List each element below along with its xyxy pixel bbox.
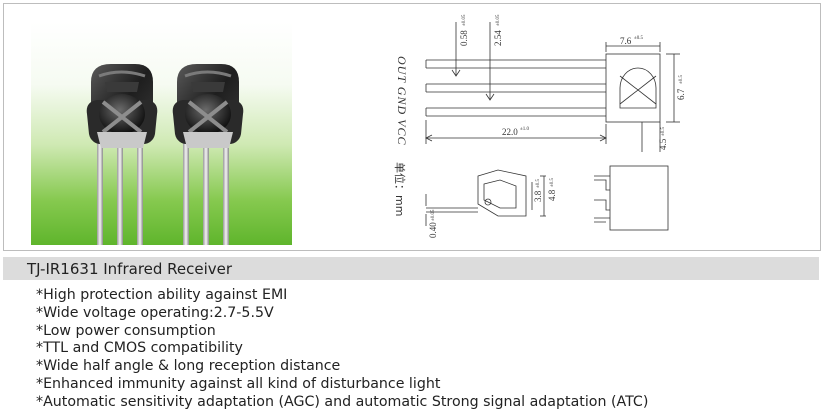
dim-pin-pitch-tol: ±0.05 [496, 14, 501, 26]
feature-item: *Wide voltage operating:2.7-5.5V [36, 304, 274, 321]
dim-pin-width: 0.58 [459, 30, 469, 46]
body-side-view [425, 169, 546, 226]
dim-lead-length-tol: ±1.0 [520, 127, 529, 132]
lead-length-dimension [425, 120, 607, 144]
feature-item: *Enhanced immunity against all kind of d… [36, 375, 441, 392]
dim-pin-pitch: 2.54 [493, 30, 503, 46]
dim-side-inner: 3.8 [533, 190, 543, 202]
body-front-view [605, 42, 680, 152]
dim-body-height-tol: ±0.5 [679, 75, 684, 84]
dim-body-width: 7.6 [620, 36, 632, 46]
product-photo [31, 22, 292, 245]
outline-dimensions-svg: 0.58 ±0.05 2.54 ±0.05 7.6 ±0.5 6.7 ±0.5 … [393, 14, 686, 238]
feature-item: *Wide half angle & long reception distan… [36, 358, 341, 375]
dim-lens-offset-tol: ±0.5 [661, 127, 666, 136]
feature-item: *Low power consumption [36, 322, 216, 339]
dim-side-height: 4.8 [547, 189, 557, 201]
feature-item: *TTL and CMOS compatibility [36, 340, 243, 357]
ir-receiver-left [86, 64, 158, 245]
feature-item: *Automatic sensitivity adaptation (AGC) … [36, 393, 649, 410]
product-title: TJ-IR1631 Infrared Receiver [27, 260, 233, 278]
dim-body-height: 6.7 [676, 88, 686, 100]
product-title-bar: TJ-IR1631 Infrared Receiver [3, 257, 819, 280]
body-back-view [594, 165, 669, 231]
dim-pin-width-tol: ±0.05 [462, 14, 467, 26]
ir-receiver-photo-illustration [86, 64, 244, 245]
dimension-drawing: 0.58 ±0.05 2.54 ±0.05 7.6 ±0.5 6.7 ±0.5 … [380, 4, 780, 244]
dim-lead-thickness: 0.40 [428, 222, 438, 238]
ir-receiver-right [172, 64, 244, 245]
feature-list: *High protection ability against EMI *Wi… [36, 287, 648, 412]
dim-side-height-tol: ±0.5 [550, 178, 555, 187]
dim-body-width-tol: ±0.5 [634, 36, 643, 41]
unit-label: 单位：mm [393, 162, 407, 216]
dim-lead-length: 22.0 [502, 127, 518, 137]
lead-outline-top [425, 22, 606, 117]
feature-item: *High protection ability against EMI [36, 287, 288, 303]
dim-side-inner-tol: ±0.5 [536, 179, 541, 188]
dim-lead-thickness-tol: ±0.05 [431, 209, 436, 221]
dimension-labels: 0.58 ±0.05 2.54 ±0.05 7.6 ±0.5 6.7 ±0.5 … [393, 14, 686, 238]
pin-labels: OUT GND VCC [395, 56, 409, 145]
dim-lens-offset: 4.5 [658, 138, 668, 150]
